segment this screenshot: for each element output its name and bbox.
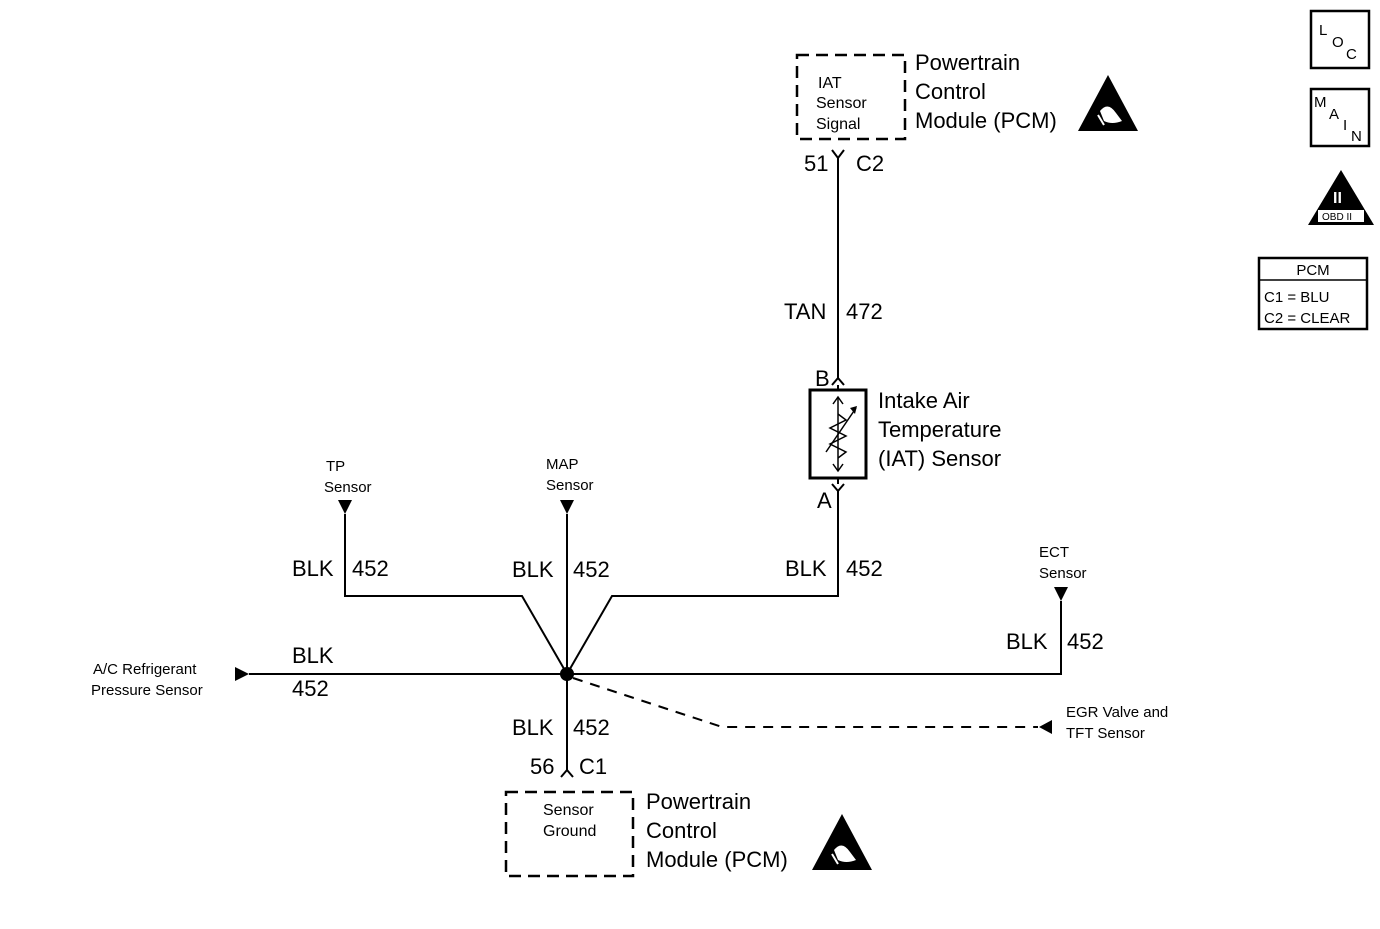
iat-terminal-b xyxy=(831,376,845,386)
ect-label-2: Sensor xyxy=(1039,565,1087,582)
egr-label-2: TFT Sensor xyxy=(1066,725,1145,742)
iat-ground-color: BLK xyxy=(785,556,827,581)
tp-label-1: TP xyxy=(326,458,345,475)
ground-circuit: 452 xyxy=(573,715,610,740)
legend-row-c1: C1 = BLU xyxy=(1264,289,1329,306)
tp-label-2: Sensor xyxy=(324,479,372,496)
wire-ect xyxy=(567,601,1062,675)
iat-signal-box xyxy=(795,53,907,141)
pcm-bottom-title-2: Control xyxy=(646,818,717,843)
iat-ground-circuit: 452 xyxy=(846,556,883,581)
svg-text:II: II xyxy=(1333,190,1342,207)
ect-label-1: ECT xyxy=(1039,544,1069,561)
sensor-ground-line-2: Ground xyxy=(543,823,596,840)
iat-sensor: B A Intake Air Temperature (IAT) Sensor xyxy=(808,366,1002,513)
iat-title-3: (IAT) Sensor xyxy=(878,446,1001,471)
loc-icon[interactable]: L O C xyxy=(1309,9,1371,70)
ac-label-2: Pressure Sensor xyxy=(91,682,203,699)
tp-arrow-icon xyxy=(338,500,352,514)
iat-pin-a: A xyxy=(817,488,832,513)
iat-terminal-a xyxy=(831,483,845,493)
iat-title-1: Intake Air xyxy=(878,388,970,413)
wire-iat-ground xyxy=(566,491,839,675)
wire-472-circuit: 472 xyxy=(846,299,883,324)
pcm-bottom-connector: C1 xyxy=(579,754,607,779)
svg-text:L: L xyxy=(1319,22,1327,39)
pcm-top-terminal xyxy=(831,149,845,160)
map-color: BLK xyxy=(512,557,554,582)
ac-sensor-branch: A/C Refrigerant Pressure Sensor BLK 452 xyxy=(91,643,567,701)
ect-sensor-branch: ECT Sensor BLK 452 xyxy=(567,544,1104,675)
esd-warning-icon xyxy=(812,814,872,870)
esd-warning-icon xyxy=(1078,75,1138,131)
pcm-bottom: Sensor Ground Powertrain Control Module … xyxy=(504,789,872,878)
pcm-bottom-title-1: Powertrain xyxy=(646,789,751,814)
tp-circuit: 452 xyxy=(352,556,389,581)
map-label-2: Sensor xyxy=(546,477,594,494)
pcm-bottom-terminal xyxy=(560,768,574,778)
pcm-top-title-1: Powertrain xyxy=(915,50,1020,75)
egr-arrow-icon xyxy=(1039,720,1052,734)
egr-label-1: EGR Valve and xyxy=(1066,704,1168,721)
pcm-bottom-title-3: Module (PCM) xyxy=(646,847,788,872)
iat-title-2: Temperature xyxy=(878,417,1002,442)
ac-arrow-icon xyxy=(235,667,249,681)
pcm-top-title-2: Control xyxy=(915,79,986,104)
pcm-connector-legend: PCM C1 = BLU C2 = CLEAR xyxy=(1257,256,1369,331)
main-icon[interactable]: M A I N xyxy=(1309,87,1371,148)
svg-text:C: C xyxy=(1346,46,1357,63)
obd-ii-icon[interactable]: II OBD II xyxy=(1308,170,1374,225)
legend-title: PCM xyxy=(1296,262,1329,279)
iat-signal-line-1: IAT xyxy=(818,75,842,92)
wire-tp xyxy=(344,514,568,675)
iat-signal-line-3: Signal xyxy=(816,116,860,133)
ac-color: BLK xyxy=(292,643,334,668)
svg-text:A: A xyxy=(1329,106,1339,123)
thermistor-icon xyxy=(825,395,857,473)
ac-label-1: A/C Refrigerant xyxy=(93,661,197,678)
svg-text:OBD II: OBD II xyxy=(1322,212,1352,223)
legend-row-c2: C2 = CLEAR xyxy=(1264,310,1350,327)
tp-color: BLK xyxy=(292,556,334,581)
iat-pin-b: B xyxy=(815,366,830,391)
map-arrow-icon xyxy=(560,500,574,514)
pcm-top-pin: 51 xyxy=(804,151,828,176)
ground-color: BLK xyxy=(512,715,554,740)
ect-color: BLK xyxy=(1006,629,1048,654)
pcm-bottom-pin: 56 xyxy=(530,754,554,779)
egr-branch: EGR Valve and TFT Sensor xyxy=(572,677,1168,742)
pcm-top-connector: C2 xyxy=(856,151,884,176)
svg-text:I: I xyxy=(1343,117,1347,134)
tp-sensor-branch: TP Sensor BLK 452 xyxy=(292,458,568,675)
svg-text:M: M xyxy=(1314,94,1327,111)
ect-circuit: 452 xyxy=(1067,629,1104,654)
ect-arrow-icon xyxy=(1054,587,1068,601)
pcm-top: IAT Sensor Signal Powertrain Control Mod… xyxy=(795,50,1138,176)
sensor-ground-line-1: Sensor xyxy=(543,802,594,819)
wire-egr-dashed xyxy=(572,677,1038,728)
sensor-ground-box xyxy=(504,790,635,878)
ac-circuit: 452 xyxy=(292,676,329,701)
svg-text:O: O xyxy=(1332,34,1344,51)
iat-signal-line-2: Sensor xyxy=(816,95,867,112)
pcm-top-title-3: Module (PCM) xyxy=(915,108,1057,133)
wire-472-color: TAN xyxy=(784,299,826,324)
map-circuit: 452 xyxy=(573,557,610,582)
map-label-1: MAP xyxy=(546,456,579,473)
svg-text:N: N xyxy=(1351,128,1362,145)
map-sensor-branch: MAP Sensor BLK 452 xyxy=(512,456,610,674)
